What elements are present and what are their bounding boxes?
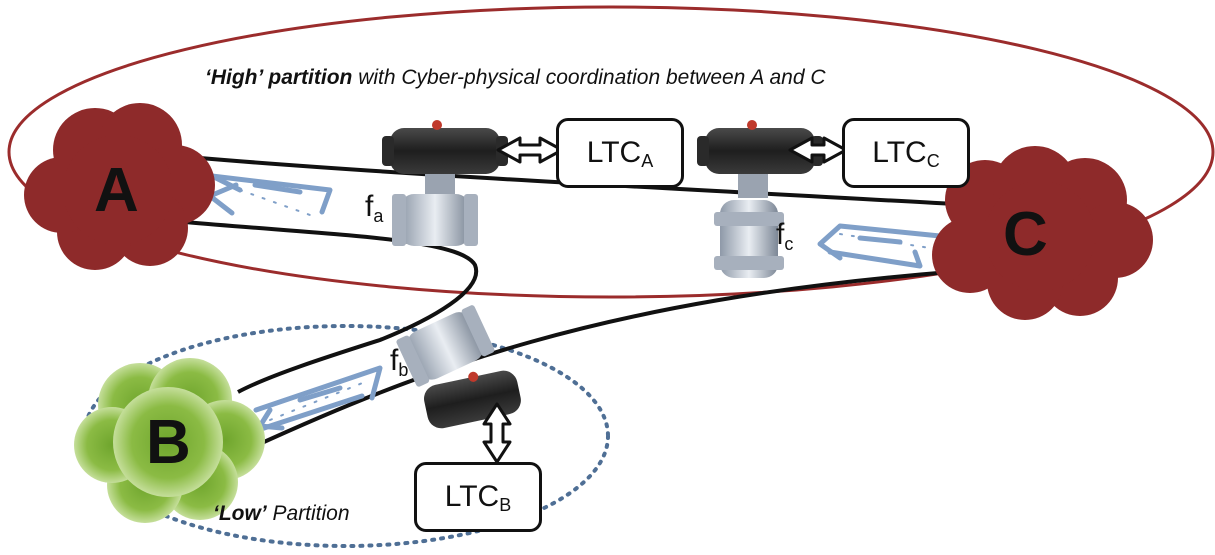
pipe-a-lower-line	[184, 220, 479, 394]
flow-a-sub: a	[373, 206, 384, 226]
high-partition-ellipse	[7, 5, 1215, 299]
high-partition-title: ‘High’ partition with Cyber-physical coo…	[205, 66, 826, 90]
pipe-b-to-c-line	[241, 270, 951, 454]
node-a-label: A	[94, 156, 139, 225]
high-partition-title-rest: with Cyber-physical coordination between…	[352, 66, 826, 89]
low-partition-ellipse	[82, 324, 610, 548]
ltc-b-base: LTC	[444, 480, 500, 513]
low-partition-title: ‘Low’ Partition	[213, 502, 350, 526]
flow-arrow-c	[817, 223, 943, 269]
flow-a-base: f	[365, 190, 374, 223]
ltc-c-base: LTC	[872, 136, 927, 169]
ltc-a-base: LTC	[586, 136, 642, 169]
valve-c	[697, 120, 823, 278]
flow-b-label: fb	[390, 344, 408, 380]
valve-a	[382, 120, 508, 246]
flow-c-label: fc	[776, 218, 793, 254]
node-a-cloud	[24, 103, 215, 270]
flow-c-sub: c	[784, 234, 794, 254]
flow-b-base: f	[390, 344, 399, 377]
high-partition-title-bold: ‘High’ partition	[205, 66, 353, 89]
ltc-c-sub: C	[926, 150, 940, 171]
node-b-cloud	[74, 358, 265, 523]
ltc-b-sub: B	[499, 494, 512, 515]
flow-a-label: fa	[365, 190, 383, 226]
low-partition-title-bold: ‘Low’	[213, 502, 267, 525]
flow-b-sub: b	[398, 360, 409, 380]
node-b-label: B	[146, 408, 191, 477]
flow-c-base: f	[776, 218, 785, 251]
node-c-label: C	[1003, 200, 1048, 269]
flow-arrow-a	[207, 173, 333, 216]
low-partition-title-rest: Partition	[266, 502, 350, 525]
ltc-a-sub: A	[641, 150, 654, 171]
